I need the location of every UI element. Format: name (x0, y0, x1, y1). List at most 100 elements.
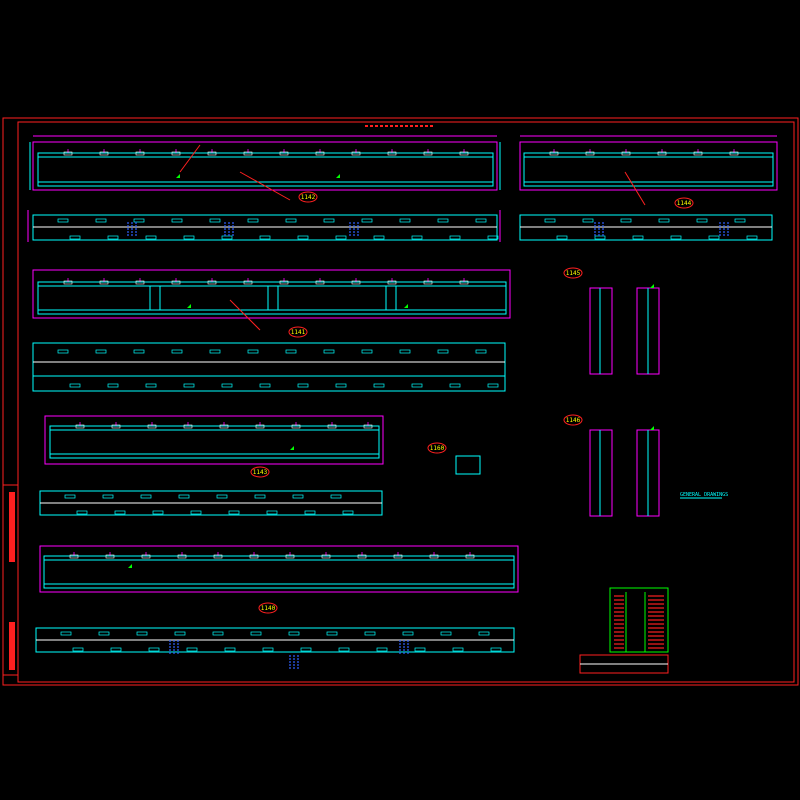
slot-opening (440, 631, 452, 636)
flange-plate (327, 424, 337, 429)
flange-plate (693, 151, 703, 156)
girder-plan-3 (32, 342, 506, 392)
weld-symbol (650, 284, 654, 288)
slot-opening (76, 510, 88, 515)
weld-symbol (128, 564, 132, 568)
slot-opening (304, 510, 316, 515)
slot-opening (285, 349, 297, 354)
slot-opening (259, 235, 271, 240)
flange-plate (363, 424, 373, 429)
flange-plate (429, 554, 439, 559)
girder-plan-1 (27, 210, 501, 242)
slot-opening (620, 218, 632, 223)
slot-opening (658, 218, 670, 223)
slot-opening (247, 349, 259, 354)
weld-symbol (336, 174, 340, 178)
flange-plate (315, 280, 325, 285)
slot-opening (323, 218, 335, 223)
slot-opening (297, 383, 309, 388)
slot-opening (361, 218, 373, 223)
slot-opening (221, 383, 233, 388)
slot-opening (60, 631, 72, 636)
slot-opening (475, 218, 487, 223)
general-notes: GENERAL DRAWINGS (680, 492, 728, 499)
flange-plate (357, 554, 367, 559)
slot-opening (183, 235, 195, 240)
flange-plate (249, 554, 259, 559)
notes-heading: GENERAL DRAWINGS (680, 492, 728, 498)
sheet-outer-border (2, 117, 799, 686)
slot-opening (262, 647, 274, 652)
slot-opening (250, 631, 262, 636)
flange-plate (63, 151, 73, 156)
slot-opening (594, 235, 606, 240)
flange-plate (105, 554, 115, 559)
tag-girder-4: 1143 (250, 466, 270, 478)
slot-opening (342, 510, 354, 515)
flange-plate (111, 424, 121, 429)
flange-plate (243, 280, 253, 285)
tag-girder-2: 1144 (674, 197, 694, 209)
flange-plate (387, 151, 397, 156)
slot-opening (228, 510, 240, 515)
slot-opening (148, 647, 160, 652)
slot-opening (300, 647, 312, 652)
slot-opening (490, 647, 502, 652)
column-detail-1 (589, 287, 660, 375)
slot-opening (221, 235, 233, 240)
flange-plate (657, 151, 667, 156)
flange-plate (99, 151, 109, 156)
slot-opening (364, 631, 376, 636)
slot-opening (376, 647, 388, 652)
slot-opening (107, 235, 119, 240)
column-detail-2 (589, 429, 660, 517)
flange-plate (141, 554, 151, 559)
slot-opening (133, 218, 145, 223)
slot-opening (178, 494, 190, 499)
tag-girder-3: 1141 (288, 326, 308, 338)
slot-opening (69, 383, 81, 388)
slot-opening (373, 235, 385, 240)
girder-plan-5 (35, 627, 515, 653)
slot-opening (323, 349, 335, 354)
tag-detail-1-label: 1145 (566, 270, 581, 277)
slot-opening (373, 383, 385, 388)
tag-girder-4-label: 1143 (253, 469, 268, 476)
slot-opening (449, 235, 461, 240)
flange-plate (459, 280, 469, 285)
slot-opening (98, 631, 110, 636)
slot-opening (746, 235, 758, 240)
tag-girder-2-label: 1144 (677, 200, 692, 207)
slot-opening (399, 349, 411, 354)
flange-plate (135, 151, 145, 156)
girder-elevation-1 (29, 135, 501, 201)
flange-plate (147, 424, 157, 429)
slot-opening (136, 631, 148, 636)
slot-opening (216, 494, 228, 499)
slot-opening (399, 218, 411, 223)
slot-opening (69, 235, 81, 240)
slot-opening (72, 647, 84, 652)
slot-opening (95, 218, 107, 223)
slot-opening (292, 494, 304, 499)
flange-plate (393, 554, 403, 559)
slot-opening (475, 349, 487, 354)
slot-opening (414, 647, 426, 652)
flange-plate (729, 151, 739, 156)
slot-opening (171, 218, 183, 223)
slot-opening (297, 235, 309, 240)
tag-girder-1: 1142 (298, 191, 318, 203)
slot-opening (266, 510, 278, 515)
slot-opening (285, 218, 297, 223)
decor-layer (57, 149, 758, 669)
flange-plate (459, 151, 469, 156)
left-strip-fill-1 (9, 492, 15, 562)
tag-detail-2-label: 1146 (566, 417, 581, 424)
slot-opening (696, 218, 708, 223)
slot-opening (288, 631, 300, 636)
flange-plate (315, 151, 325, 156)
flange-plate (279, 151, 289, 156)
slot-opening (734, 218, 746, 223)
slot-opening (174, 631, 186, 636)
